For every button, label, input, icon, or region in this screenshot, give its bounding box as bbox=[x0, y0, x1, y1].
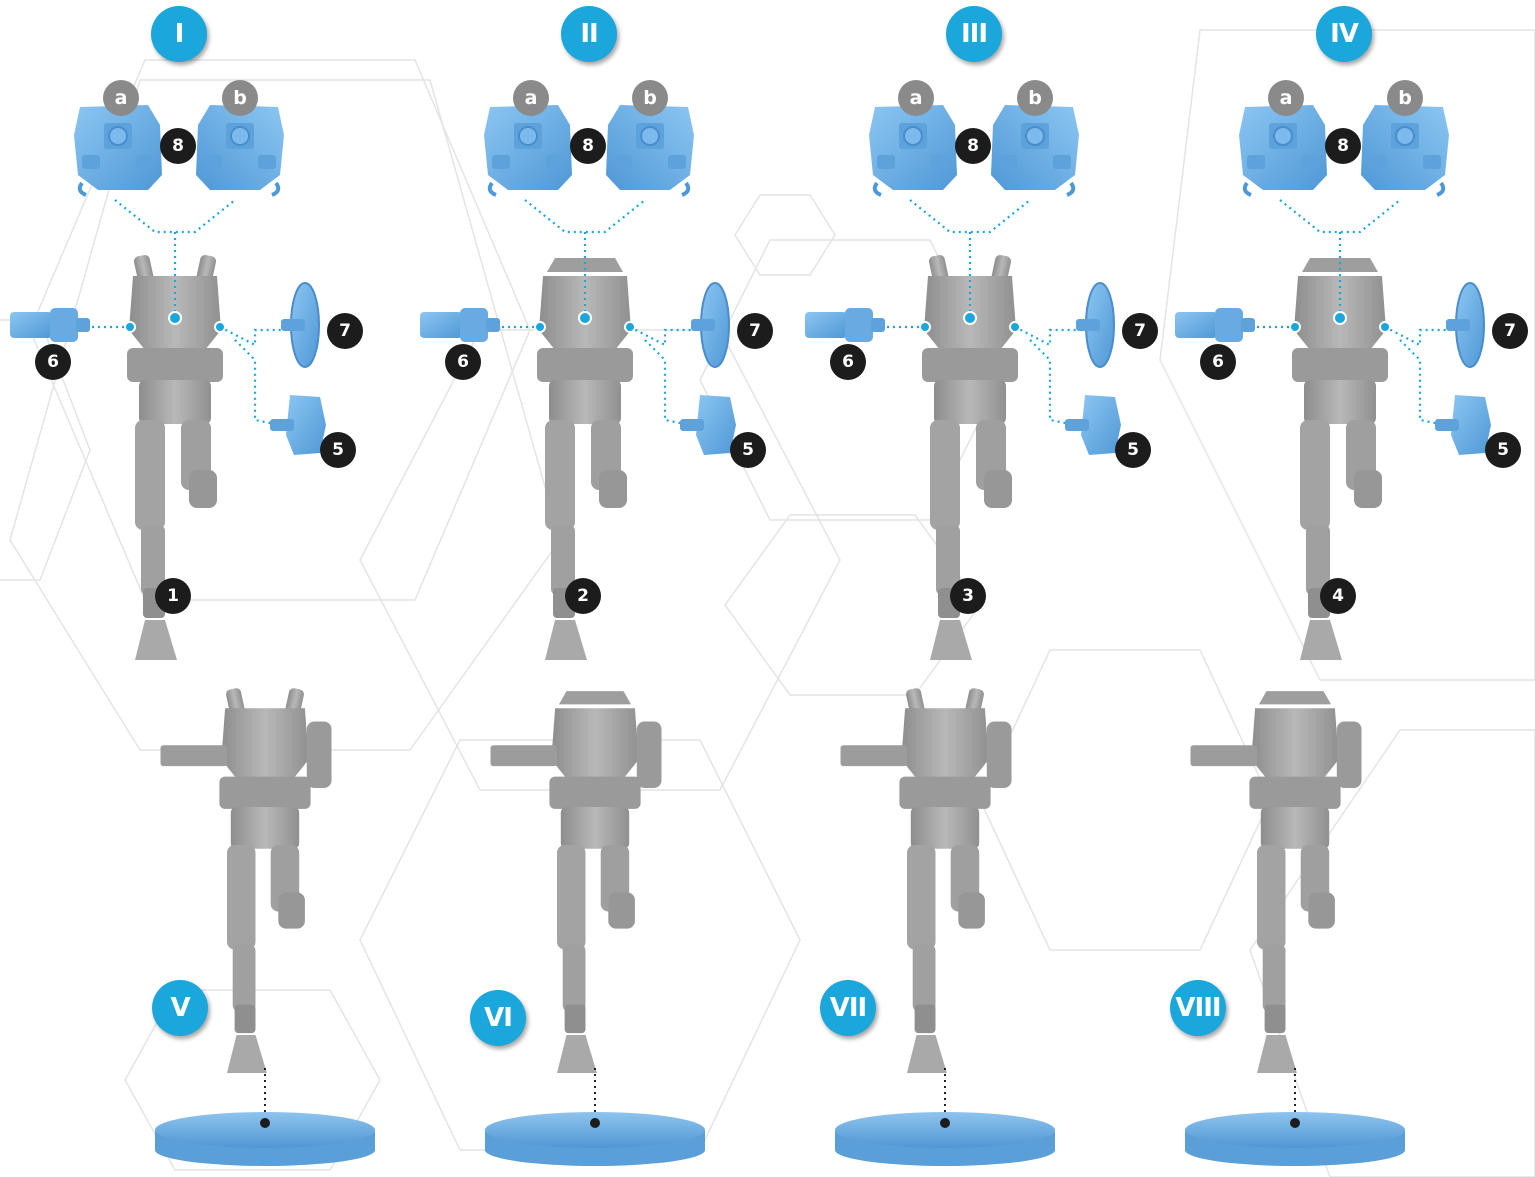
assembly-step-4: IV a b 8 6 7 5 4 bbox=[1165, 0, 1535, 660]
left-arm-part bbox=[1175, 308, 1255, 342]
base-connector-dot bbox=[590, 1118, 600, 1128]
head-part-number: 8 bbox=[570, 128, 606, 164]
shoulder-part bbox=[1065, 395, 1121, 455]
assembly-step-1: I a b 8 6 7 5 1 bbox=[0, 0, 380, 660]
body-part-number: 4 bbox=[1320, 578, 1356, 614]
shoulder-part bbox=[1435, 395, 1491, 455]
head-option-b-badge: b bbox=[1017, 80, 1053, 116]
assembled-robot bbox=[160, 688, 332, 1073]
head-option-b-badge: b bbox=[632, 80, 668, 116]
shield-part bbox=[281, 282, 320, 368]
shield-part-number: 7 bbox=[327, 313, 363, 349]
base-connector-dot bbox=[1290, 1118, 1300, 1128]
step-badge: V bbox=[152, 980, 208, 1036]
shoulder-part bbox=[680, 395, 736, 455]
head-part-number: 8 bbox=[160, 128, 196, 164]
assembly-drawing bbox=[805, 105, 1121, 660]
step-badge: I bbox=[151, 6, 207, 62]
base-connector-dot bbox=[940, 1118, 950, 1128]
head-option-b-badge: b bbox=[1387, 80, 1423, 116]
shield-part bbox=[1446, 282, 1485, 368]
finished-step-6: VI bbox=[460, 690, 780, 1170]
base-part bbox=[835, 1112, 1055, 1166]
head-option-a-badge: a bbox=[513, 80, 549, 116]
assembly-drawing bbox=[1175, 105, 1491, 660]
finished-drawing bbox=[155, 688, 375, 1166]
shield-part bbox=[691, 282, 730, 368]
head-part bbox=[196, 105, 284, 197]
step-badge: VIII bbox=[1170, 980, 1226, 1036]
shoulder-part-number: 5 bbox=[320, 432, 356, 468]
body-part-number: 2 bbox=[565, 578, 601, 614]
head-option-a-badge: a bbox=[1268, 80, 1304, 116]
shield-part-number: 7 bbox=[1492, 313, 1528, 349]
step-badge: VII bbox=[820, 980, 876, 1036]
robot-body bbox=[1292, 258, 1388, 660]
assembled-robot bbox=[840, 688, 1012, 1073]
shield-part-number: 7 bbox=[1122, 313, 1158, 349]
connector-lines bbox=[875, 199, 1085, 427]
assembly-drawing bbox=[10, 105, 326, 660]
left-arm-part bbox=[420, 308, 500, 342]
step-badge: III bbox=[946, 6, 1002, 62]
left-arm-part-number: 6 bbox=[35, 344, 71, 380]
head-part bbox=[1239, 105, 1327, 197]
head-option-a-badge: a bbox=[103, 80, 139, 116]
head-option-a-badge: a bbox=[898, 80, 934, 116]
connector-lines bbox=[80, 199, 290, 427]
head-part bbox=[606, 105, 694, 197]
step-badge: IV bbox=[1316, 6, 1372, 62]
base-part bbox=[485, 1112, 705, 1166]
shoulder-part bbox=[270, 395, 326, 455]
assembly-step-3: III a b 8 6 7 5 3 bbox=[795, 0, 1175, 660]
head-part-number: 8 bbox=[955, 128, 991, 164]
head-part bbox=[991, 105, 1079, 197]
left-arm-part-number: 6 bbox=[830, 344, 866, 380]
assembled-robot bbox=[490, 691, 662, 1073]
assembly-step-2: II a b 8 6 7 5 2 bbox=[410, 0, 790, 660]
assembly-drawing bbox=[420, 105, 736, 660]
shield-part-number: 7 bbox=[737, 313, 773, 349]
step-badge: II bbox=[561, 6, 617, 62]
finished-drawing bbox=[835, 688, 1055, 1166]
finished-step-5: V bbox=[130, 688, 450, 1170]
finished-drawing bbox=[485, 691, 705, 1166]
head-part-number: 8 bbox=[1325, 128, 1361, 164]
left-arm-part bbox=[10, 308, 90, 342]
head-part bbox=[74, 105, 162, 197]
robot-body bbox=[537, 258, 633, 660]
left-arm-part-number: 6 bbox=[445, 344, 481, 380]
shoulder-part-number: 5 bbox=[730, 432, 766, 468]
left-arm-part bbox=[805, 308, 885, 342]
finished-step-7: VII bbox=[810, 688, 1130, 1170]
robot-body bbox=[127, 254, 223, 660]
base-connector-dot bbox=[260, 1118, 270, 1128]
head-option-b-badge: b bbox=[222, 80, 258, 116]
connector-lines bbox=[1245, 199, 1455, 427]
base-part bbox=[155, 1112, 375, 1166]
shoulder-part-number: 5 bbox=[1115, 432, 1151, 468]
left-arm-part-number: 6 bbox=[1200, 344, 1236, 380]
finished-drawing bbox=[1185, 691, 1405, 1166]
base-part bbox=[1185, 1112, 1405, 1166]
connector-dots bbox=[1289, 311, 1391, 333]
connector-lines bbox=[490, 199, 700, 427]
assembled-robot bbox=[1190, 691, 1362, 1073]
head-part bbox=[484, 105, 572, 197]
connector-dots bbox=[534, 311, 636, 333]
head-part bbox=[869, 105, 957, 197]
connector-dots bbox=[124, 311, 226, 333]
shield-part bbox=[1076, 282, 1115, 368]
step-badge: VI bbox=[470, 990, 526, 1046]
connector-dots bbox=[919, 311, 1021, 333]
body-part-number: 1 bbox=[155, 578, 191, 614]
finished-step-8: VIII bbox=[1160, 690, 1480, 1170]
head-part bbox=[1361, 105, 1449, 197]
shoulder-part-number: 5 bbox=[1485, 432, 1521, 468]
body-part-number: 3 bbox=[950, 578, 986, 614]
